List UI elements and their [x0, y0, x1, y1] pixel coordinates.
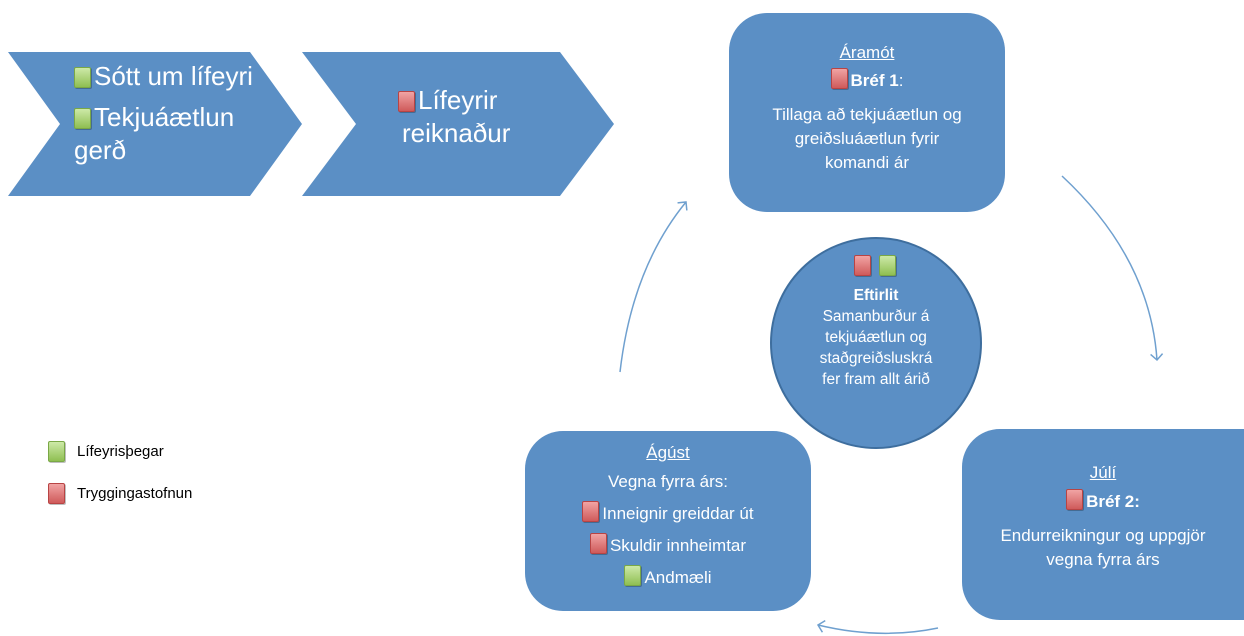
- red-marker-icon: [830, 68, 848, 89]
- agust-item-1: Inneignir greiddar út: [525, 501, 811, 525]
- eftirlit-text-line-4: fer fram allt árið: [822, 371, 930, 388]
- green-marker-icon: [48, 441, 65, 462]
- arrow-aramot-to-juli: [1061, 175, 1164, 362]
- aramot-text-line-2: greiðsluáætlun fyrir: [794, 129, 940, 148]
- red-marker-icon: [582, 501, 600, 522]
- eftirlit-text-line-1: Samanburður á: [822, 308, 930, 325]
- eftirlit-text-line-2: tekjuáætlun og: [825, 329, 927, 346]
- agust-item-3: Andmæli: [525, 565, 811, 589]
- green-marker-icon: [878, 255, 896, 276]
- agust-item-3-label: Andmæli: [644, 568, 712, 587]
- agust-title: Ágúst: [646, 443, 690, 462]
- eftirlit-title: Eftirlit: [853, 287, 899, 304]
- red-marker-icon: [398, 91, 415, 112]
- chevron-1-text: Sótt um lífeyri Tekjuáætlun gerð: [74, 60, 253, 167]
- red-marker-icon: [48, 483, 65, 504]
- eftirlit-text-line-3: staðgreiðsluskrá: [819, 350, 933, 367]
- aramot-title: Áramót: [839, 43, 895, 62]
- juli-text-line-1: Endurreikningur og uppgjör: [1000, 526, 1206, 545]
- chevron-1-item-2: Tekjuáætlun: [74, 101, 253, 134]
- aramot-letter-colon: :: [898, 71, 904, 90]
- legend-red-label: Tryggingastofnun: [77, 485, 193, 502]
- chevron-2-text: Lífeyrir reiknaður: [398, 84, 510, 150]
- green-marker-icon: [624, 565, 642, 586]
- agust-item-2-label: Skuldir innheimtar: [609, 536, 747, 555]
- red-marker-icon: [853, 255, 871, 276]
- aramot-box: Áramót Bréf 1: Tillaga að tekjuáætlun og…: [729, 13, 1005, 212]
- arrow-juli-to-agust: [816, 619, 939, 635]
- red-marker-icon: [1066, 489, 1084, 510]
- agust-box: Ágúst Vegna fyrra árs: Inneignir greidda…: [525, 431, 811, 611]
- eftirlit-circle: Eftirlit Samanburður á tekjuáætlun og st…: [770, 237, 982, 449]
- chevron-2-label-line-1: Lífeyrir: [418, 85, 498, 115]
- red-marker-icon: [589, 533, 607, 554]
- green-marker-icon: [74, 67, 91, 88]
- juli-letter-label: Bréf 2:: [1086, 492, 1140, 511]
- agust-item-2: Skuldir innheimtar: [525, 533, 811, 557]
- juli-text-line-2: vegna fyrra árs: [1046, 550, 1160, 569]
- aramot-letter: Bréf 1:: [729, 68, 1005, 93]
- green-marker-icon: [74, 108, 91, 129]
- chevron-1-item-2-label-cont: gerð: [74, 135, 127, 165]
- chevron-1-item-1: Sótt um lífeyri: [74, 60, 253, 93]
- legend-green-label: Lífeyrisþegar: [77, 443, 164, 460]
- aramot-text-line-1: Tillaga að tekjuáætlun og: [772, 105, 962, 124]
- aramot-text-line-3: komandi ár: [824, 153, 910, 172]
- legend-item-green: Lífeyrisþegar: [48, 441, 164, 462]
- agust-subtitle: Vegna fyrra árs:: [607, 472, 728, 491]
- chevron-1-item-1-label: Sótt um lífeyri: [94, 61, 253, 91]
- chevron-2: [302, 52, 614, 196]
- chevron-1: [8, 52, 302, 196]
- legend-item-red: Tryggingastofnun: [48, 483, 192, 504]
- eftirlit-markers: [772, 255, 980, 279]
- chevron-1-item-2-label: Tekjuáætlun: [94, 102, 235, 132]
- juli-title: Júlí: [1089, 463, 1117, 482]
- aramot-letter-label: Bréf 1: [850, 71, 899, 90]
- chevron-2-label-line-2: reiknaður: [402, 118, 511, 148]
- arrow-agust-to-aramot: [619, 201, 688, 373]
- juli-box: Júlí Bréf 2: Endurreikningur og uppgjör …: [962, 429, 1244, 620]
- juli-letter: Bréf 2:: [962, 489, 1244, 514]
- agust-item-1-label: Inneignir greiddar út: [602, 504, 754, 523]
